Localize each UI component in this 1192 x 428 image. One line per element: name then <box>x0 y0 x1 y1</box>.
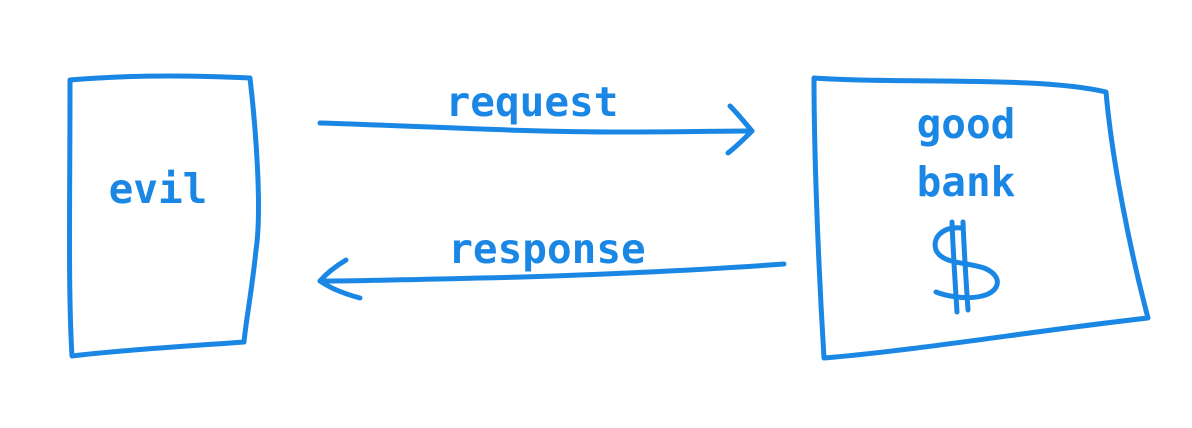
good-bank-node: good bank <box>811 75 1151 361</box>
dollar-icon <box>932 219 1000 315</box>
request-edge: request <box>317 78 755 156</box>
good-bank-label-line2: bank <box>917 158 1016 206</box>
response-label: response <box>448 225 645 273</box>
response-edge: response <box>317 225 787 301</box>
good-bank-box <box>811 75 1151 361</box>
evil-node: evil <box>67 73 261 359</box>
evil-box <box>67 73 261 359</box>
request-arrow-line <box>317 120 755 135</box>
good-bank-label-line1: good <box>917 100 1016 148</box>
evil-label: evil <box>109 165 208 213</box>
response-arrow-line <box>317 261 787 284</box>
response-arrow-head <box>317 257 363 301</box>
request-label: request <box>446 78 619 126</box>
request-arrow-head <box>725 103 755 156</box>
